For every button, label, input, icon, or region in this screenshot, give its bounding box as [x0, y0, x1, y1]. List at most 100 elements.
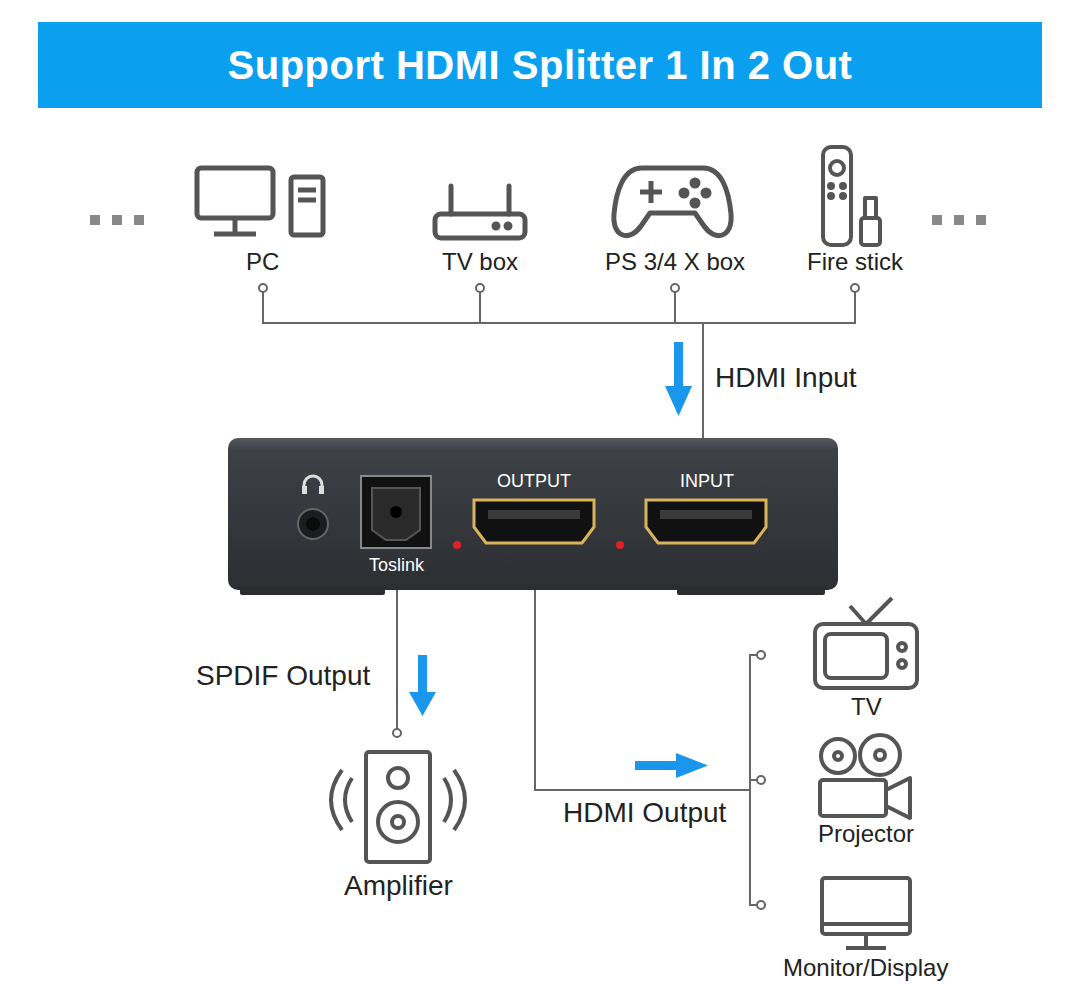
router-icon-part: [494, 224, 498, 228]
terminal-dot: [671, 284, 679, 292]
terminal-dot: [757, 651, 765, 659]
remote-icon-part: [841, 194, 845, 198]
speaker-icon-part: [444, 778, 451, 822]
monitor-icon-part: [846, 946, 886, 950]
node-label: Monitor/Display: [783, 954, 948, 982]
projector-icon-part: [875, 750, 885, 760]
signal-wire: [675, 292, 703, 438]
monitor-icon-part: [822, 878, 910, 934]
splitter-housing-part: [240, 586, 385, 595]
audio-device: Amplifier: [310, 738, 486, 910]
tv-icon-part: [825, 634, 887, 678]
gamepad-icon-part: [692, 200, 698, 206]
signal-label: HDMI Output: [563, 797, 726, 829]
output-device: Monitor/Display: [766, 870, 966, 986]
led-indicator-part: [616, 541, 624, 549]
toslink-port: [361, 476, 431, 548]
router-icon-part: [435, 214, 525, 238]
ellipsis-dots-part: [954, 215, 964, 225]
tv-icon-part: [898, 643, 906, 651]
terminal-dot: [259, 284, 267, 292]
tv-icon-part: [898, 660, 906, 668]
hdmi-port-part: [660, 510, 752, 519]
node-label: Amplifier: [344, 870, 453, 902]
tv-icon-part: [815, 624, 917, 688]
pc-icon-part: [298, 198, 316, 203]
gamepad-icon-part: [703, 190, 709, 196]
node-label: Fire stick: [807, 248, 903, 276]
flow-arrow: [409, 342, 708, 778]
node-label: OUTPUT: [497, 471, 571, 492]
signal-label: SPDIF Output: [196, 660, 370, 692]
node-label: PC: [246, 248, 279, 276]
source-device: PS 3/4 X box: [590, 155, 760, 283]
projector-icon-part: [860, 735, 900, 775]
output-device: Projector: [766, 732, 966, 850]
monitor-icon-part: [822, 922, 910, 926]
title-text: Support HDMI Splitter 1 In 2 Out: [228, 43, 853, 88]
terminal-dot: [757, 776, 765, 784]
output-device: TV: [766, 592, 966, 724]
toslink-port-part: [372, 488, 420, 540]
flow-arrow-part: [674, 342, 683, 390]
source-device: Fire stick: [790, 140, 920, 283]
pc-icon: [197, 168, 323, 235]
node-label: PS 3/4 X box: [605, 248, 745, 276]
splitter-box: OUTPUTINPUTToslink: [228, 438, 838, 590]
speaker-icon-part: [388, 768, 408, 788]
gamepad-icon-part: [614, 168, 731, 236]
flow-arrow-part: [665, 386, 692, 416]
led-indicator: [453, 541, 624, 549]
headphone-jack-part: [298, 509, 328, 539]
remote-icon-part: [865, 198, 876, 218]
speaker-icon-part: [454, 770, 465, 830]
remote-icon-part: [829, 194, 833, 198]
splitter-housing: [228, 438, 838, 595]
hdmi-port-part: [646, 500, 766, 543]
flow-arrow-part: [676, 753, 708, 778]
terminal-dot: [851, 284, 859, 292]
pc-icon-part: [298, 188, 316, 193]
signal-label: HDMI Input: [715, 362, 857, 394]
splitter-housing-part: [228, 438, 838, 590]
projector-icon: [820, 735, 910, 818]
signal-wire: [535, 590, 766, 790]
node-label: TV: [851, 693, 882, 721]
headphone-jack-part: [306, 517, 320, 531]
projector-icon-part: [886, 778, 910, 818]
tv-icon-part: [850, 606, 866, 624]
hdmi-port: [474, 500, 766, 543]
signal-wire: [535, 590, 766, 790]
gamepad-icon-part: [681, 190, 687, 196]
ellipsis-dots-part: [932, 215, 942, 225]
remote-icon-part: [829, 184, 833, 188]
flow-arrow-part: [418, 655, 427, 695]
signal-wire: [263, 292, 703, 438]
remote-icon: [823, 147, 880, 245]
led-indicator-part: [453, 541, 461, 549]
signal-wire: [535, 590, 766, 905]
pc-icon-part: [214, 232, 256, 237]
gamepad-icon-part: [649, 181, 654, 203]
source-device: PC: [185, 155, 341, 283]
ellipsis-dots-part: [134, 215, 144, 225]
router-icon-part: [507, 186, 512, 214]
remote-icon-part: [841, 184, 845, 188]
projector-icon-part: [834, 752, 842, 760]
speaker-icon: [331, 752, 465, 862]
signal-wire: [396, 590, 398, 738]
speaker-icon-part: [392, 816, 404, 828]
terminal-dot: [757, 901, 765, 909]
terminal-dot: [476, 284, 484, 292]
toslink-port-part: [390, 506, 402, 518]
ellipsis-dots-part: [976, 215, 986, 225]
flow-arrow-part: [409, 692, 436, 716]
headphone-jack-part: [302, 486, 307, 494]
hdmi-port-part: [488, 510, 580, 519]
tv-icon: [815, 598, 917, 688]
router-icon-part: [506, 224, 510, 228]
node-label: TV box: [442, 248, 518, 276]
pc-icon-part: [233, 218, 238, 232]
